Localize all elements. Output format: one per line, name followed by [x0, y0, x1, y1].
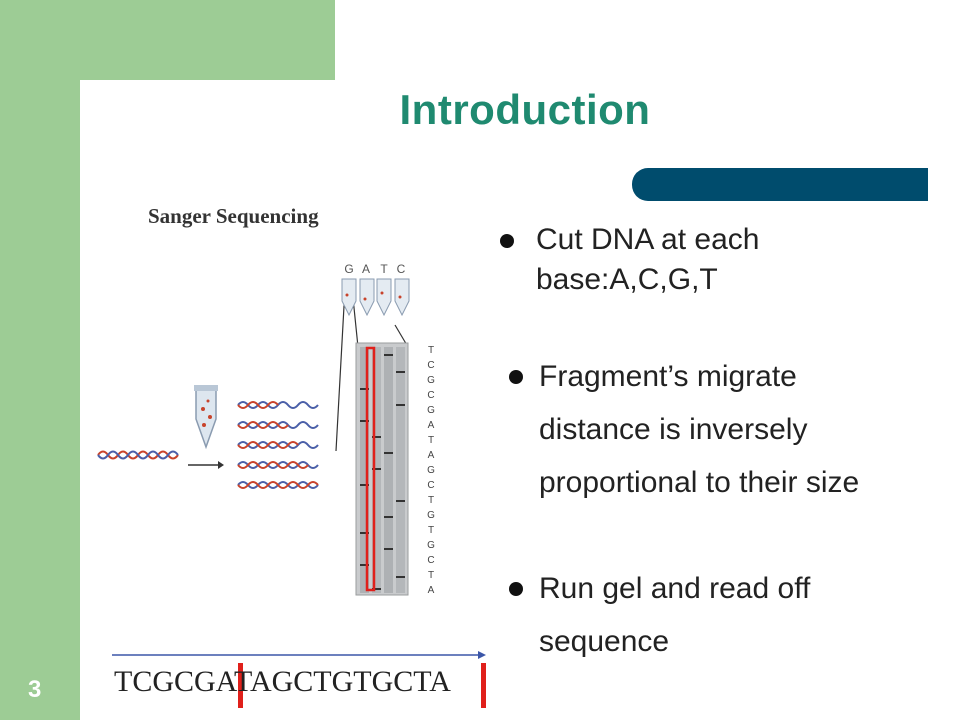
read-letter: G — [427, 465, 435, 476]
read-letter: T — [428, 345, 434, 356]
left-green-bar — [0, 0, 80, 720]
red-marker — [481, 663, 486, 708]
read-letter: T — [428, 495, 434, 506]
dna-fragments-icon — [237, 401, 319, 489]
read-letter: C — [427, 555, 434, 566]
read-letter: G — [427, 540, 435, 551]
read-letter: G — [427, 510, 435, 521]
read-letter: T — [428, 570, 434, 581]
red-marker — [238, 663, 243, 708]
read-letter: T — [428, 435, 434, 446]
lane-labels: G A T C — [344, 262, 405, 276]
highlight-box — [365, 346, 376, 592]
bullet-dot-icon — [500, 234, 514, 248]
bullet-dot-icon — [509, 370, 523, 384]
lane-label: A — [362, 262, 370, 276]
top-green-block — [0, 0, 335, 80]
lane-tubes-icon — [341, 278, 410, 317]
bullet-text: Run gel and read off sequence — [539, 572, 811, 658]
sanger-figure: G A T C — [97, 262, 435, 596]
arrow-head-icon — [478, 651, 486, 659]
read-letter: G — [427, 405, 435, 416]
read-letter: A — [428, 585, 435, 596]
bullet-run-gel: Run gel and read off sequence — [509, 562, 899, 668]
read-letter: C — [427, 360, 434, 371]
read-letter: A — [428, 450, 435, 461]
sequencing-gel — [355, 342, 409, 596]
gel-read-letters: T C G C G A T A G C T G T G C T A — [427, 345, 435, 596]
bullet-text: Fragment’s migrate distance is inversely… — [539, 360, 860, 499]
lane-label: T — [380, 262, 388, 276]
figure-subtitle: Sanger Sequencing — [148, 204, 319, 228]
read-letter: C — [427, 390, 434, 401]
read-letter: C — [427, 480, 434, 491]
read-letter: G — [427, 375, 435, 386]
slide-title: Introduction — [399, 86, 651, 133]
lane-label: C — [397, 262, 406, 276]
bullet-dot-icon — [509, 582, 523, 596]
bullet-fragment-migrate: Fragment’s migrate distance is inversely… — [509, 350, 889, 509]
read-letter: A — [428, 420, 435, 431]
bullet-cut-dna: Cut DNA at each base:A,C,G,T — [500, 220, 840, 300]
test-tube-icon — [194, 385, 218, 450]
dna-sequence: TCGCGATAGCTGTGCTA — [114, 665, 451, 698]
sequence-annotation — [112, 651, 486, 708]
slide-number: 3 — [28, 676, 42, 703]
accent-bar — [632, 168, 928, 201]
arrow-icon — [188, 461, 224, 469]
dna-template-icon — [97, 450, 179, 460]
lane-label: G — [344, 262, 353, 276]
bullet-text: Cut DNA at each base:A,C,G,T — [536, 223, 760, 296]
read-letter: T — [428, 525, 434, 536]
